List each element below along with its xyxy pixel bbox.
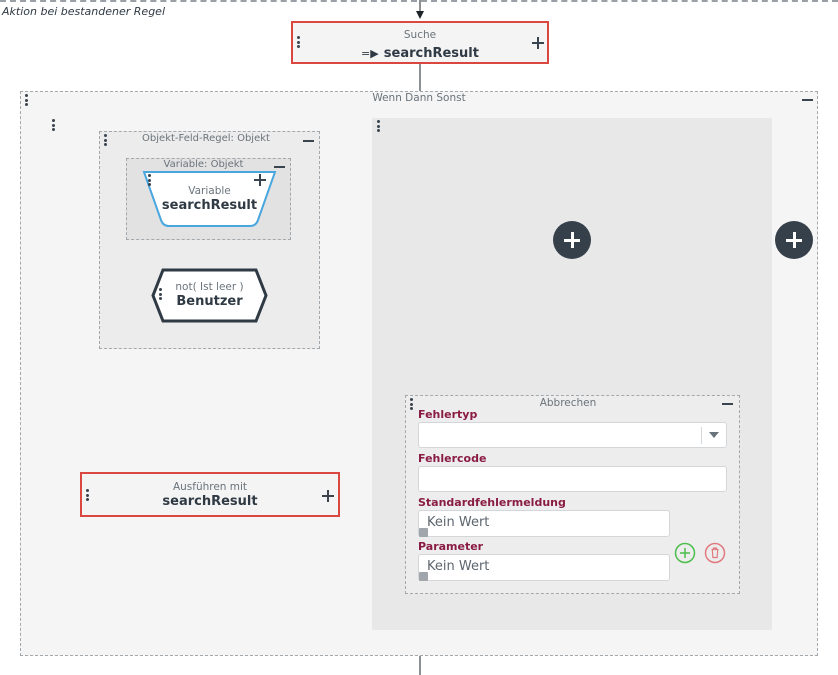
search-node[interactable]: Suche =▶ searchResult <box>291 21 549 64</box>
search-node-caption: Suche <box>403 29 437 41</box>
error-type-select[interactable] <box>418 422 727 448</box>
section-top-border <box>0 0 838 2</box>
minus-icon[interactable] <box>802 99 813 101</box>
search-node-value-row: =▶ searchResult <box>293 42 547 61</box>
drag-handle-icon[interactable] <box>297 36 300 48</box>
wenn-container-title: Wenn Dann Sonst <box>372 92 466 104</box>
variable-node-value: searchResult <box>161 198 258 213</box>
select-divider <box>701 427 702 444</box>
minus-icon[interactable] <box>722 403 733 405</box>
condition-node-shape[interactable] <box>151 268 268 323</box>
error-code-input[interactable] <box>418 466 727 492</box>
drag-handle-icon[interactable] <box>148 174 151 186</box>
drag-handle-icon[interactable] <box>377 120 380 132</box>
execute-node[interactable]: Ausführen mit searchResult <box>80 472 340 517</box>
execute-node-caption: Ausführen mit <box>172 481 248 493</box>
condition-node-value: Benutzer <box>176 294 243 309</box>
delete-icon[interactable] <box>704 542 726 564</box>
search-node-value: searchResult <box>383 46 479 61</box>
plus-icon[interactable] <box>322 490 334 502</box>
plus-icon[interactable] <box>532 37 544 49</box>
plus-icon[interactable] <box>254 174 266 186</box>
drag-handle-icon[interactable] <box>52 119 55 131</box>
error-type-label: Fehlertyp <box>418 408 478 421</box>
execute-node-value: searchResult <box>162 494 258 509</box>
variable-container-title: Variable: Objekt <box>163 159 244 170</box>
drag-handle-icon[interactable] <box>410 398 413 410</box>
parameter-value: Kein Wert <box>427 559 490 574</box>
condition-node-caption: not( Ist leer ) <box>175 281 244 293</box>
abort-node: Abbrechen Fehlertyp Fehlercode Standardf… <box>405 395 740 594</box>
drag-handle-icon[interactable] <box>25 94 28 106</box>
add-circle-icon[interactable] <box>553 221 591 259</box>
assign-arrow-icon: =▶ <box>361 47 379 60</box>
minus-icon[interactable] <box>303 140 314 142</box>
default-message-label: Standardfehlermeldung <box>418 496 566 509</box>
parameter-field[interactable]: Kein Wert <box>418 554 670 581</box>
drag-handle-icon[interactable] <box>104 134 107 146</box>
link-icon[interactable] <box>419 572 428 581</box>
parameter-label: Parameter <box>418 540 484 553</box>
error-code-label: Fehlercode <box>418 452 487 465</box>
drag-handle-icon[interactable] <box>159 288 162 300</box>
add-parameter-icon[interactable] <box>674 542 696 564</box>
link-icon[interactable] <box>419 528 428 537</box>
drag-handle-icon[interactable] <box>86 489 89 501</box>
add-circle-icon[interactable] <box>775 221 813 259</box>
variable-node-caption: Variable <box>188 185 231 197</box>
object-rule-title: Objekt-Feld-Regel: Objekt <box>142 133 270 144</box>
default-message-value: Kein Wert <box>427 515 490 530</box>
abort-node-title: Abbrechen <box>539 397 597 409</box>
dropdown-arrow-icon[interactable] <box>709 432 719 439</box>
default-message-field[interactable]: Kein Wert <box>418 510 670 537</box>
minus-icon[interactable] <box>274 166 285 168</box>
variable-node-shape[interactable] <box>141 170 278 228</box>
section-label: Aktion bei bestandener Regel <box>2 5 165 18</box>
